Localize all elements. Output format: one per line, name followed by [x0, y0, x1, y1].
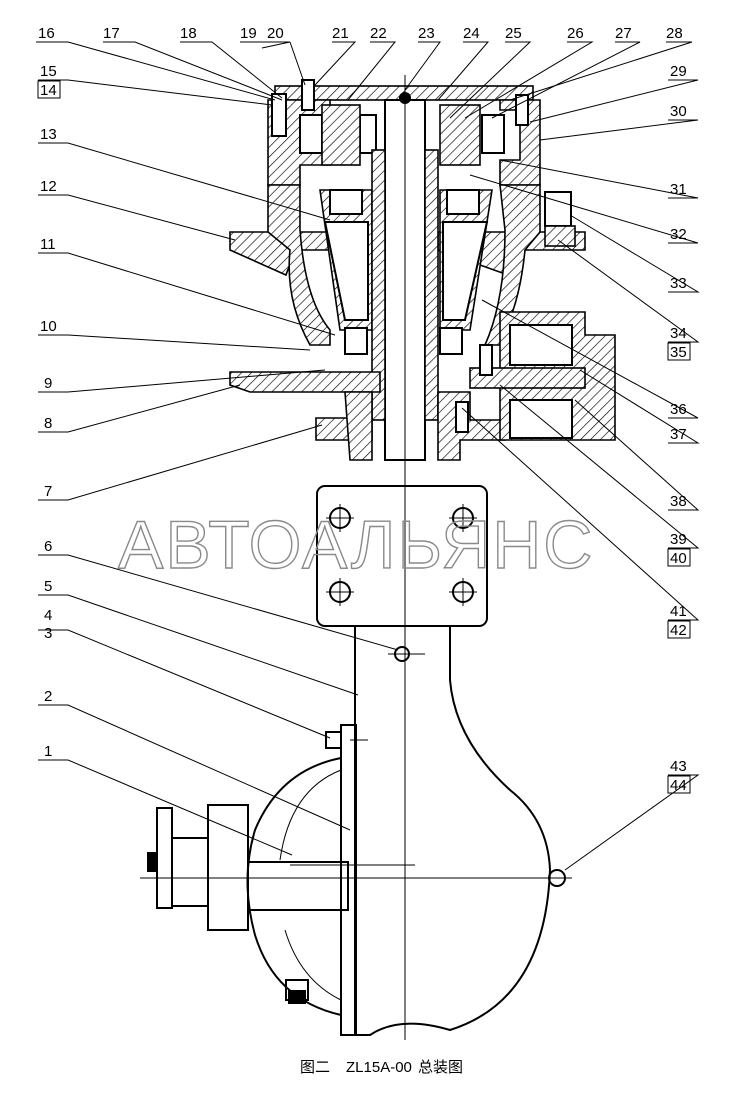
caption-prefix: 图二 — [300, 1059, 330, 1076]
callout-32: 32 — [670, 226, 687, 243]
mounting-block — [316, 485, 488, 627]
bearing-upper-right — [481, 114, 505, 154]
column-body — [354, 626, 552, 1036]
callout-15: 15 — [40, 63, 57, 80]
callout-16: 16 — [38, 25, 55, 42]
inner-cone-left — [323, 221, 369, 321]
callout-3: 3 — [44, 625, 52, 642]
shaft-sleeve-right — [424, 149, 439, 421]
column-assembly — [140, 75, 572, 1040]
callout-42-box — [667, 620, 691, 639]
callout-33: 33 — [670, 275, 687, 292]
input-shaft-body — [247, 861, 349, 911]
side-shaft — [469, 367, 586, 389]
callout-labels: 16 17 18 19 20 21 22 23 24 25 26 27 28 1… — [37, 25, 691, 794]
callout-6: 6 — [44, 538, 52, 555]
callout-9: 9 — [44, 375, 52, 392]
roller-bearing-lower-right — [439, 327, 463, 355]
callout-26: 26 — [567, 25, 584, 42]
callout-21: 21 — [332, 25, 349, 42]
callout-35: 35 — [670, 344, 687, 361]
coupling-nut — [147, 852, 157, 872]
gear-block-left — [321, 104, 361, 166]
callout-43: 43 — [670, 758, 687, 775]
mounting-bolt-holes — [326, 504, 477, 606]
callout-38: 38 — [670, 493, 687, 510]
caption-suffix: 总装图 — [418, 1059, 463, 1076]
callout-37: 37 — [670, 426, 687, 443]
bolt-top-right — [515, 94, 529, 126]
rear-bowl-inner — [279, 769, 342, 861]
callout-41: 41 — [670, 603, 687, 620]
roller-bearing-lower-left — [344, 327, 368, 355]
callout-34: 34 — [670, 325, 687, 342]
callout-36: 36 — [670, 401, 687, 418]
callout-44-box — [667, 775, 691, 794]
coupling-hub — [171, 837, 209, 907]
rear-bowl — [246, 757, 342, 1016]
callout-1: 1 — [44, 743, 52, 760]
callout-31: 31 — [670, 181, 687, 198]
callout-27: 27 — [615, 25, 632, 42]
callout-12: 12 — [40, 178, 57, 195]
side-bolt-lower — [455, 401, 469, 433]
callout-14-box — [37, 80, 61, 99]
roller-bearing-upper-left — [329, 189, 363, 215]
callout-4: 4 — [44, 607, 52, 624]
input-housing — [207, 804, 249, 931]
callout-10: 10 — [40, 318, 57, 335]
side-nut — [544, 191, 572, 227]
callout-40-box — [667, 548, 691, 567]
bolt-top-mid — [301, 79, 315, 111]
callout-29: 29 — [670, 63, 687, 80]
drawing-caption: 图二 ZL15A-00 总装图 — [300, 1059, 463, 1076]
callout-28: 28 — [666, 25, 683, 42]
callout-40: 40 — [670, 550, 687, 567]
callout-11: 11 — [40, 236, 56, 253]
mounting-plate — [340, 724, 357, 1036]
inner-cone-right — [442, 221, 489, 321]
callout-2: 2 — [44, 688, 52, 705]
callout-42: 42 — [670, 622, 687, 639]
plate-bolt — [325, 731, 342, 749]
bearing-upper-mid — [359, 114, 377, 154]
roller-bearing-upper-right — [446, 189, 480, 215]
callout-39: 39 — [670, 531, 687, 548]
gear-head-assembly — [229, 79, 616, 461]
side-nut-base — [544, 225, 576, 247]
callout-30: 30 — [670, 103, 687, 120]
gear-block-right — [439, 104, 481, 166]
lower-housing-left — [344, 391, 373, 461]
side-gearbox-cavity-top — [509, 324, 573, 366]
callout-19: 19 — [240, 25, 257, 42]
callout-24: 24 — [463, 25, 480, 42]
callout-25: 25 — [505, 25, 522, 42]
callout-18: 18 — [180, 25, 197, 42]
left-housing-wall — [267, 184, 331, 346]
base-plate — [229, 371, 381, 393]
callout-5: 5 — [44, 578, 52, 595]
callout-8: 8 — [44, 415, 52, 432]
callout-23: 23 — [418, 25, 435, 42]
callout-17: 17 — [103, 25, 120, 42]
callout-14: 14 — [40, 82, 57, 99]
drain-plug-nut — [288, 990, 306, 1004]
callout-7: 7 — [44, 483, 52, 500]
rear-bowl-inner-low — [284, 929, 342, 1001]
callout-20: 20 — [267, 25, 284, 42]
callout-13: 13 — [40, 126, 57, 143]
callout-22: 22 — [370, 25, 387, 42]
shaft-sleeve-left — [371, 149, 386, 421]
callout-44: 44 — [670, 777, 687, 794]
bolt-top-left — [271, 93, 287, 137]
lower-housing-right — [437, 391, 506, 461]
side-bolt-upper — [479, 344, 493, 376]
watermark: АВТОАЛЬЯНС — [118, 507, 594, 583]
bearing-upper-left — [299, 114, 323, 154]
coupling-flange — [156, 807, 173, 909]
caption-code: ZL15A-00 — [346, 1059, 412, 1076]
leader-lines — [36, 41, 700, 871]
callout-35-box — [667, 342, 691, 361]
